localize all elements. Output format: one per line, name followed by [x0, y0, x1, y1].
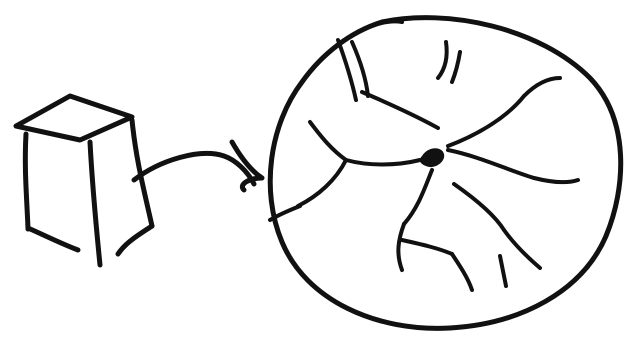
branch-right-middle — [448, 150, 534, 178]
center-dot — [420, 148, 444, 167]
arrow — [134, 142, 262, 190]
box-bottom-right-edge — [118, 226, 152, 254]
branch-lower-right — [454, 184, 504, 230]
branch-mid-top — [438, 42, 447, 78]
branch-lower-left — [404, 170, 432, 224]
branch-left-main — [346, 160, 420, 165]
branch-right-upper — [448, 96, 524, 146]
branch-right-upper-tip — [524, 78, 560, 96]
branch-left-upper — [310, 122, 346, 160]
branch-mid-top-tick — [452, 52, 460, 82]
branch-bottom-tick — [500, 256, 506, 286]
box-middle-edge — [90, 142, 100, 265]
box-left-edge — [25, 134, 28, 229]
branch-top-short — [362, 21, 402, 30]
branch-left-lower — [298, 160, 346, 206]
branch-lower-middle-2 — [452, 254, 472, 290]
branch-top-horizontal — [362, 92, 438, 128]
branch-lower-left-2 — [398, 224, 404, 270]
branch-lower-right-tip — [504, 230, 540, 268]
branch-right-middle-tip — [534, 178, 578, 182]
box-bottom-left-edge — [28, 228, 78, 250]
circle-sketch — [270, 18, 621, 329]
arrow-shaft — [134, 153, 254, 184]
box-top-face — [16, 96, 132, 140]
branch-lower-middle — [402, 240, 452, 254]
